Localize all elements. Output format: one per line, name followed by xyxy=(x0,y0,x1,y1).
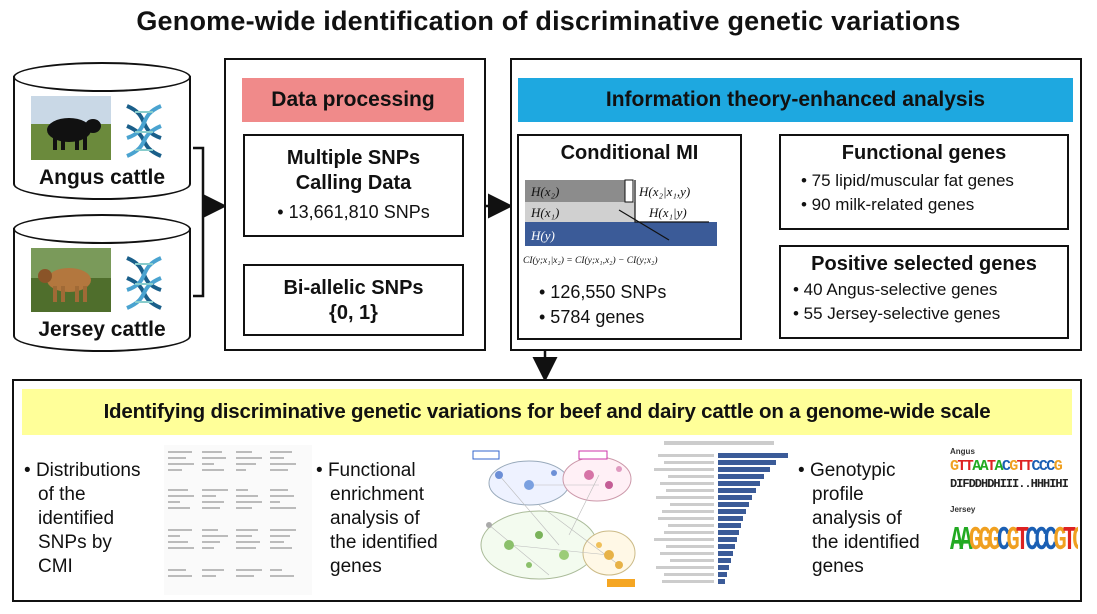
result-item-functional-enrichment: • Functional enrichment analysis of the … xyxy=(316,460,438,577)
jersey-cattle-photo xyxy=(31,248,111,312)
sequence-logo-thumbnail: Angus GTTAATACGTTCCCG DIFDDHDHIII..HHHIH… xyxy=(946,447,1078,595)
results-panel: Identifying discriminative genetic varia… xyxy=(12,379,1082,602)
result-item-snp-distribution: • Distributions of the identified SNPs b… xyxy=(24,460,141,577)
angus-cattle-label: Angus cattle xyxy=(38,166,166,189)
result-item-genotypic-profile: • Genotypic profile analysis of the iden… xyxy=(798,460,920,577)
venn-h-x1: H(x₁) xyxy=(530,205,559,220)
biallelic-values: {0, 1} xyxy=(329,302,378,324)
positive-selected-box: Positive selected genes • 40 Angus-selec… xyxy=(779,245,1069,339)
biallelic-title: Bi-allelic SNPs xyxy=(283,277,424,299)
jersey-cattle-label: Jersey cattle xyxy=(38,318,166,341)
angus-data-cylinder: Angus cattle xyxy=(13,62,191,202)
enrichment-bar-thumbnail xyxy=(644,439,794,597)
logo-label-jersey: Jersey xyxy=(950,505,976,514)
analysis-panel: Information theory-enhanced analysis Con… xyxy=(510,58,1082,351)
biallelic-snp-box: Bi-allelic SNPs {0, 1} xyxy=(243,264,464,336)
conditional-mi-venn: H(x₂) H(x₂|x₁,y) H(x₁) H(x₁|y) H(y) CI(y… xyxy=(523,179,717,266)
cmi-gene-count: • 5784 genes xyxy=(539,307,645,327)
jersey-selective-count: • 55 Jersey-selective genes xyxy=(793,304,1001,323)
cmi-snp-count: • 126,550 SNPs xyxy=(539,282,667,302)
lipid-genes-count: • 75 lipid/muscular fat genes xyxy=(801,171,1014,190)
jersey-sequence-logo: AAGGGCGTCCCGTGA xyxy=(950,522,1078,560)
positive-selected-title: Positive selected genes xyxy=(811,253,1037,275)
data-processing-header: Data processing xyxy=(242,78,464,122)
functional-genes-box: Functional genes • 75 lipid/muscular fat… xyxy=(779,134,1069,230)
snp-calling-title-2: Calling Data xyxy=(295,172,412,194)
angus-cattle-photo xyxy=(31,96,111,160)
analysis-header: Information theory-enhanced analysis xyxy=(518,78,1073,122)
dna-helix-icon xyxy=(121,254,167,310)
venn-h-x2: H(x₂) xyxy=(530,184,559,199)
snp-calling-box: Multiple SNPs Calling Data • 13,661,810 … xyxy=(243,134,464,237)
jersey-data-cylinder: Jersey cattle xyxy=(13,214,191,354)
snp-distribution-thumbnail xyxy=(164,445,312,595)
dna-helix-icon xyxy=(121,102,167,158)
angus-selective-count: • 40 Angus-selective genes xyxy=(793,280,998,299)
cmi-title: Conditional MI xyxy=(560,142,699,164)
conditional-mi-box: Conditional MI H(x₂) H(x₂|x₁,y) H(x₁) H(… xyxy=(517,134,742,340)
diagram-title: Genome-wide identification of discrimina… xyxy=(136,6,961,36)
venn-h-x1-given: H(x₁|y) xyxy=(648,205,687,220)
logo-label-angus: Angus xyxy=(950,447,975,456)
cmi-formula: CI(y;x₁|x₂) = CI(y;x₁,x₂) − CI(y;x₂) xyxy=(523,255,658,266)
angus-sequence-logo: GTTAATACGTTCCCG xyxy=(950,458,1063,475)
milk-genes-count: • 90 milk-related genes xyxy=(801,195,975,214)
snp-count: • 13,661,810 SNPs xyxy=(277,202,430,222)
results-header: Identifying discriminative genetic varia… xyxy=(22,389,1072,435)
functional-genes-title: Functional genes xyxy=(841,142,1007,164)
enrichment-network-thumbnail xyxy=(469,445,641,595)
venn-h-x2-given: H(x₂|x₁,y) xyxy=(638,184,690,199)
data-processing-panel: Data processing Multiple SNPs Calling Da… xyxy=(224,58,486,351)
snp-calling-title-1: Multiple SNPs xyxy=(286,147,421,169)
venn-h-y: H(y) xyxy=(530,228,555,243)
